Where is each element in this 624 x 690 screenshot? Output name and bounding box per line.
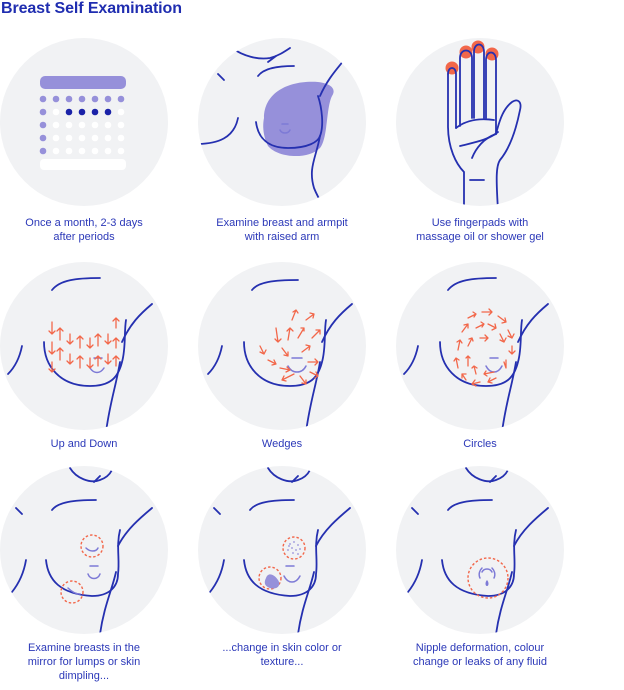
step-3-illustration <box>396 38 564 206</box>
wedges-pattern-icon <box>207 279 353 430</box>
step-6-caption: Circles <box>463 438 497 450</box>
skin-texture-icon <box>209 467 351 634</box>
step-2-illustration <box>198 38 366 206</box>
nipple-change-icon <box>407 467 549 634</box>
step-7-illustration <box>0 466 168 634</box>
step-9-illustration <box>396 466 564 634</box>
up-down-pattern-icon <box>7 277 153 430</box>
step-5-caption: Wedges <box>261 438 303 450</box>
hand-fingerpads-icon <box>445 40 522 206</box>
step-1-caption: Once a month, 2-3 days after periods <box>25 217 143 243</box>
calendar-icon <box>39 76 126 170</box>
step-4-caption: Up and Down <box>50 438 118 450</box>
step-7-caption: Examine breasts in the mirror for lumps … <box>27 642 141 682</box>
step-4-illustration <box>0 262 168 430</box>
step-5-illustration <box>198 262 366 430</box>
page-title: Breast Self Examination <box>1 0 182 17</box>
step-1-illustration <box>0 38 168 206</box>
step-8-illustration <box>198 466 366 634</box>
step-9-caption: Nipple deformation, colour change or lea… <box>413 642 547 668</box>
mirror-lumps-icon <box>11 467 153 634</box>
breast-armpit-icon <box>198 47 345 206</box>
step-2-caption: Examine breast and armpit with raised ar… <box>216 217 348 243</box>
step-8-caption: ...change in skin color or texture... <box>222 642 342 668</box>
step-3-caption: Use fingerpads with massage oil or showe… <box>416 217 544 243</box>
circles-pattern-icon <box>403 277 549 430</box>
step-6-illustration <box>396 262 564 430</box>
